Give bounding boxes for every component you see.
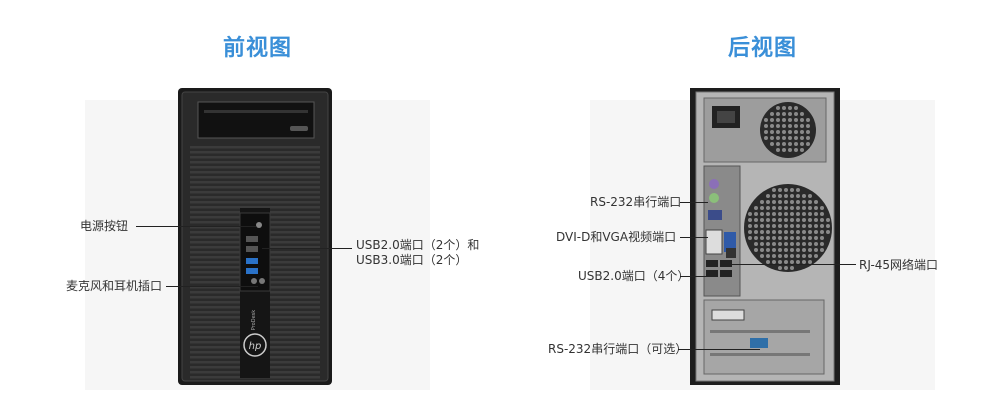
leader-video-ports: [680, 237, 708, 238]
label-usb-front-2: USB3.0端口（2个）: [356, 253, 468, 267]
label-video-ports: DVI-D和VGA视频端口: [556, 230, 677, 244]
front-view-title: 前视图: [223, 36, 293, 61]
label-serial-port: RS-232串行端口: [590, 195, 682, 209]
leader-power-button: [136, 226, 256, 227]
chassis-fan: [744, 184, 832, 272]
case-branding: ProDesk: [251, 310, 257, 330]
leader-serial-port: [680, 202, 708, 203]
label-usb-back: USB2.0端口（4个）: [578, 269, 690, 283]
label-usb-front-1: USB2.0端口（2个）和: [356, 238, 480, 252]
leader-audio-jacks: [166, 286, 258, 287]
back-view-title: 后视图: [728, 36, 798, 61]
leader-network-port: [728, 264, 856, 265]
leader-usb-back: [680, 276, 708, 277]
back-tower-image: [690, 88, 840, 385]
label-network-port: RJ-45网络端口: [859, 258, 939, 272]
leader-serial-optional: [678, 349, 760, 350]
leader-usb-front: [262, 248, 352, 249]
label-power-button: 电源按钮: [80, 219, 129, 233]
label-audio-jacks: 麦克风和耳机插口: [66, 279, 163, 293]
psu-fan: [760, 102, 816, 158]
label-serial-optional: RS-232串行端口（可选）: [548, 342, 688, 356]
svg-text:hp: hp: [249, 341, 262, 352]
front-tower-image: hp ProDesk: [178, 88, 332, 385]
